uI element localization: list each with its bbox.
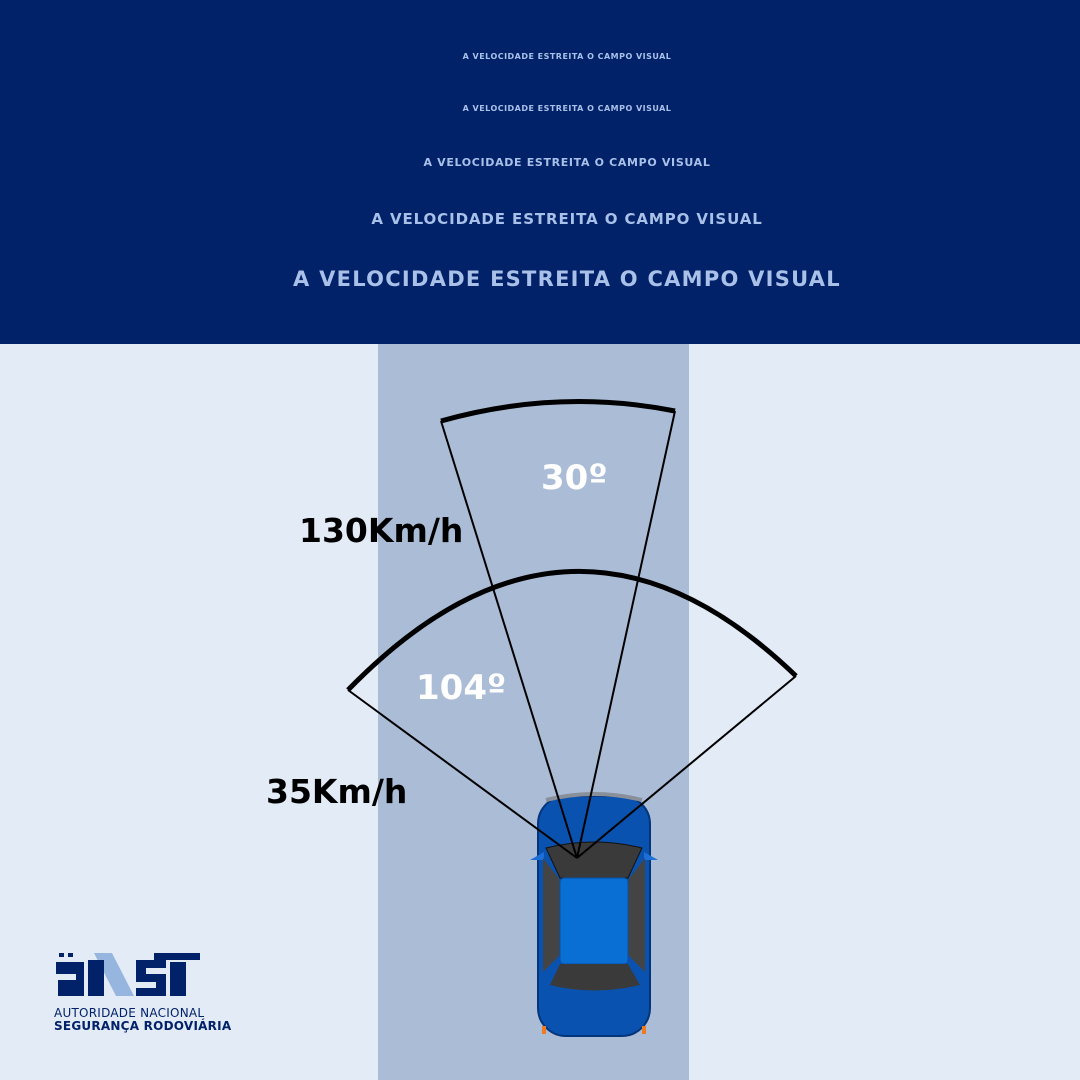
wide-field-cone xyxy=(346,569,798,859)
logo-line-2: SEGURANÇA RODOVIÁRIA xyxy=(54,1019,232,1033)
car-icon xyxy=(530,792,658,1037)
wide-angle-label: 104º xyxy=(416,668,507,708)
header-banner: A VELOCIDADE ESTREITA O CAMPO VISUAL A V… xyxy=(0,0,1080,344)
narrow-field-arc xyxy=(440,399,676,424)
title-line-1: A VELOCIDADE ESTREITA O CAMPO VISUAL xyxy=(462,52,672,61)
wide-field-arc xyxy=(346,569,798,692)
high-speed-label: 130Km/h xyxy=(299,511,464,550)
ansr-logo: AUTORIDADE NACIONAL SEGURANÇA RODOVIÁRIA xyxy=(54,950,231,1033)
title-line-4: A VELOCIDADE ESTREITA O CAMPO VISUAL xyxy=(371,210,763,228)
narrow-angle-label: 30º xyxy=(541,458,608,498)
title-line-3: A VELOCIDADE ESTREITA O CAMPO VISUAL xyxy=(423,156,711,169)
ansr-logo-mark xyxy=(56,953,200,996)
title-line-2: A VELOCIDADE ESTREITA O CAMPO VISUAL xyxy=(462,104,672,113)
low-speed-label: 35Km/h xyxy=(266,772,408,811)
narrow-field-cone xyxy=(440,399,676,859)
logo-line-1: AUTORIDADE NACIONAL xyxy=(54,1006,205,1020)
title-line-5: A VELOCIDADE ESTREITA O CAMPO VISUAL xyxy=(293,267,841,291)
